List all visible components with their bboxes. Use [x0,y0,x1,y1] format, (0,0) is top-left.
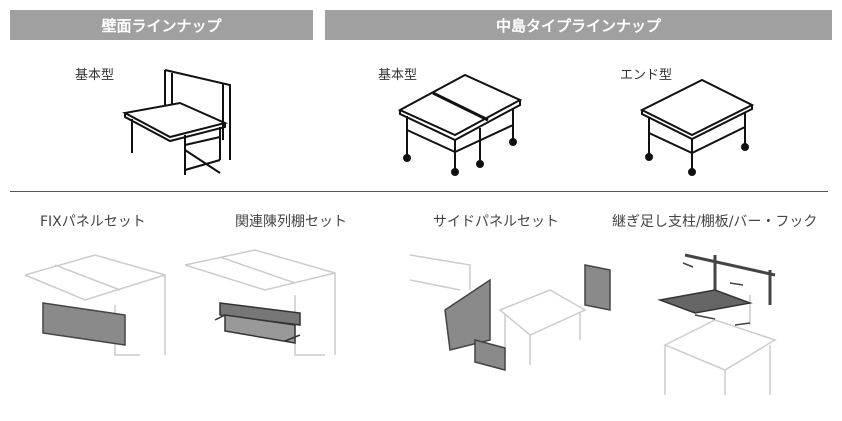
display-shelf-image [184,249,336,356]
island-end-desk-image [639,78,755,176]
island-end-label: エンド型 [620,68,673,83]
extension-parts-image [657,253,777,395]
fix-panel-image [24,254,166,356]
option-label-fix-panel: FIXパネルセット [40,214,146,230]
island-lineup-header: 中島タイプラインナップ [325,10,832,40]
island-basic-desk-image [397,73,523,176]
option-label-extension: 継ぎ足し支柱/棚板/バー・フック [612,214,818,230]
section-divider [10,191,828,192]
wall-lineup-header: 壁面ラインナップ [10,10,313,40]
wall-basic-label: 基本型 [75,68,115,83]
option-label-display-shelf: 関連陳列棚セット [235,214,347,230]
island-basic-label: 基本型 [378,68,418,83]
wall-basic-desk-image [121,69,231,175]
option-label-side-panel: サイドパネルセット [433,214,559,230]
side-panel-image [409,254,611,371]
